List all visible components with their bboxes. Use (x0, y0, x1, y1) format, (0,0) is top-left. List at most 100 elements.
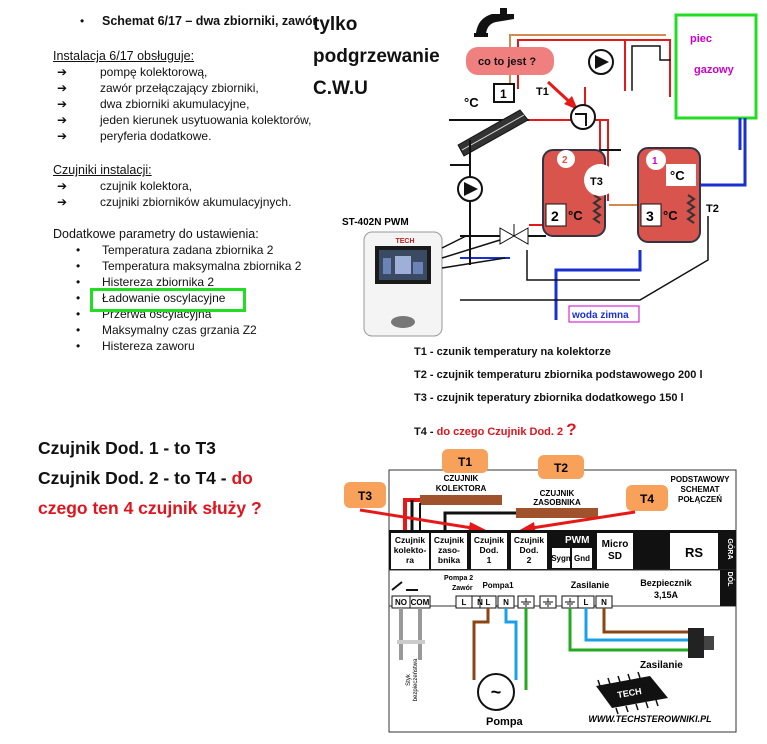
sygn-label: Sygn (551, 554, 571, 563)
collector-deg-c: °C (464, 95, 479, 110)
gnd-label: Gnd (574, 554, 590, 563)
arrow-icon: ➔ (57, 195, 68, 209)
question-line-2: Czujnik Dod. 2 - to T4 - do (38, 468, 253, 488)
svg-text:N: N (477, 598, 483, 607)
pump-symbol-icon (477, 673, 515, 711)
bullet-dot: • (76, 291, 81, 305)
question-bubble (466, 47, 554, 75)
woda-zimna-box (568, 305, 640, 323)
question-line-1: Czujnik Dod. 1 - to T3 (38, 438, 216, 458)
power-plug-icon (688, 628, 704, 658)
tank-big-number-box (640, 203, 662, 227)
sensors-list: ➔czujnik kolektora, ➔czujniki zbiorników… (57, 178, 291, 210)
svg-text:NO: NO (395, 598, 407, 607)
question-arrowhead (564, 96, 578, 110)
arrow-icon: ➔ (57, 81, 68, 95)
url-label: WWW.TECHSTEROWNIKI.PL (588, 714, 711, 724)
bullet-dot: • (76, 307, 81, 321)
pump-wire-blue (504, 608, 518, 680)
supply-wire-blue (584, 608, 690, 642)
params-list: •Temperatura zadana zbiornika 2 •Tempera… (76, 242, 301, 354)
question-line-3: czego ten 4 czujnik służy ? (38, 498, 262, 518)
sensor-zasobnika-bar (516, 508, 598, 518)
controller-wires (441, 235, 506, 269)
param-item: •Temperatura maksymalna zbiornika 2 (76, 259, 302, 273)
supply-wire-brown (602, 608, 690, 634)
svg-text:T2: T2 (554, 461, 568, 475)
install-item: ➔zawór przełączający zbiorniki, (57, 81, 259, 95)
styk-label: Stykbezpieczeństwa (406, 658, 419, 701)
svg-text:T1: T1 (458, 455, 472, 469)
svg-text:°C: °C (663, 208, 678, 223)
bullet-dot: • (76, 339, 81, 353)
svg-text:N: N (601, 598, 607, 607)
pompa1-label: Pompa1 (482, 581, 514, 590)
install-item: ➔peryferia dodatkowe. (57, 129, 212, 143)
pump-triangle-side (464, 182, 478, 196)
install-item: ➔pompę kolektorową, (57, 65, 208, 79)
zasilanie-header-label: Zasilanie (571, 580, 610, 590)
svg-text:T4: T4 (640, 492, 654, 506)
controller-name: ST-402N PWM (342, 217, 409, 228)
svg-text:°C: °C (670, 168, 685, 183)
install-item: ➔jeden kierunek usytuowania kolektorów, (57, 113, 312, 127)
svg-text:2: 2 (562, 155, 568, 166)
highlight-box-oscylacyjne (90, 288, 246, 312)
svg-text:3: 3 (646, 208, 654, 224)
relay-wires (399, 608, 422, 660)
bullet-dot: • (76, 323, 81, 337)
legend-t4: T4 - do czego Czujnik Dod. 2 ? (414, 420, 577, 439)
question-bubble-text: co to jest ? (478, 56, 536, 68)
legend-t1: T1 - czunik temperatury na kolektorze (414, 346, 611, 358)
collector-number-box (493, 83, 515, 103)
pump-triangle-top (595, 55, 609, 69)
param-item: •Maksymalny czas grzania Z2 (76, 323, 257, 337)
sensor-item: ➔czujniki zbiorników akumulacyjnych. (57, 195, 292, 209)
svg-text:°C: °C (568, 208, 583, 223)
callout-t4: T4 (626, 485, 668, 511)
header-cells (391, 533, 547, 569)
t1-label: T1 (536, 86, 549, 98)
three-way-valve-icon (499, 224, 529, 245)
svg-text:L: L (584, 598, 589, 607)
valve-icon (570, 104, 596, 130)
tank-small-number-box (545, 203, 567, 227)
callout-t2: T2 (538, 455, 584, 479)
collector-number: 1 (500, 87, 507, 101)
bullet-dot: • (76, 243, 81, 257)
bullet-dot: • (76, 259, 81, 273)
terminal-labels: NO COM L N L N L N (395, 598, 607, 607)
tech-logo-icon: TECH (596, 671, 668, 715)
bullet-dot: • (80, 14, 85, 28)
svg-text:COM: COM (411, 598, 430, 607)
dol-label: DÓL (726, 572, 735, 588)
annotation-cwu: tylko podgrzewanie C.W.U (313, 14, 440, 99)
install-list: ➔pompę kolektorową, ➔zawór przełączający… (57, 64, 311, 144)
pompa2-label: Pompa 2 (444, 575, 473, 582)
t3-badge (584, 164, 616, 196)
sensors-heading: Czujniki instalacji: (53, 163, 152, 177)
faucet-icon (474, 8, 514, 37)
arrow-t3 (359, 508, 473, 530)
tank-big-badge (646, 150, 666, 170)
gora-label: GÓRA (726, 539, 735, 560)
tank-big-deg-box (666, 164, 696, 186)
coil-big (686, 194, 696, 224)
piec-label: piec (690, 33, 712, 45)
params-heading: Dodatkowe parametry do ustawienia: (53, 227, 259, 241)
install-item: ➔dwa zbiorniki akumulacyjne, (57, 97, 250, 111)
param-item: •Histereza zbiornika 2 (76, 275, 215, 289)
param-item: •Histereza zaworu (76, 339, 195, 353)
terminal-row (391, 595, 613, 609)
install-heading: Instalacja 6/17 obsługuje: (53, 49, 195, 63)
rs-label: RS (685, 545, 703, 560)
svg-text:~: ~ (491, 682, 502, 702)
arrow-icon: ➔ (57, 113, 68, 127)
